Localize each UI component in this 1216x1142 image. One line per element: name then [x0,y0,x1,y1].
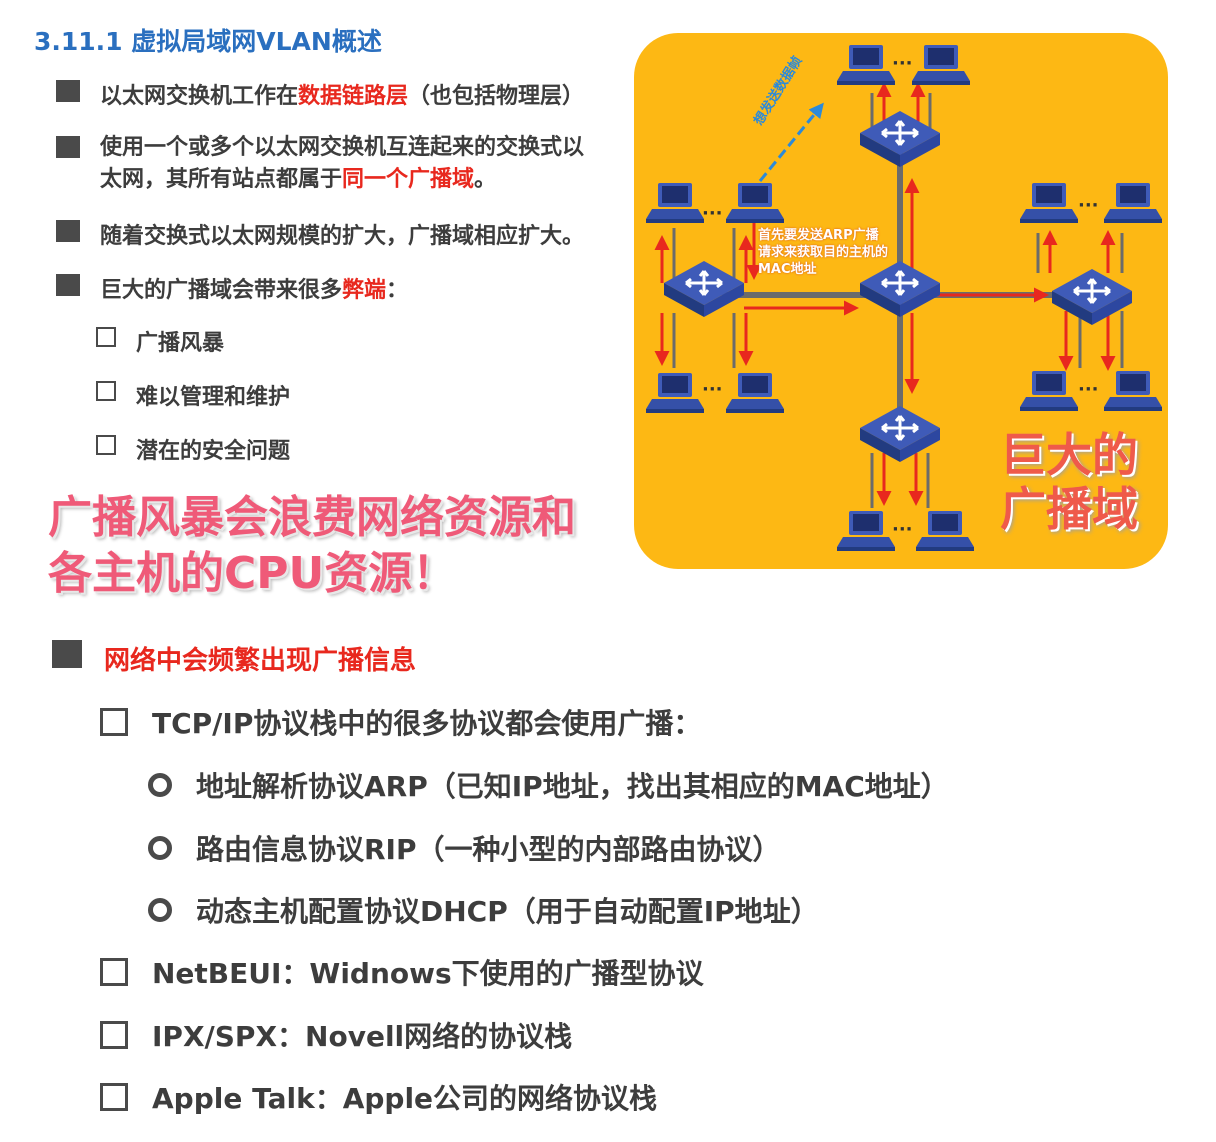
big-label-line: 巨大的 [1000,428,1138,482]
protocol-text: Apple Talk：Apple公司的网络协议栈 [152,1082,658,1115]
checkbox-icon [100,708,128,736]
drawback-item: 潜在的安全问题 [96,433,290,465]
highlight-text: 数据链路层 [298,84,409,109]
ellipsis: ··· [702,379,723,400]
bullet-scale: 随着交换式以太网规模的扩大，广播域相应扩大。 [56,218,584,250]
square-bullet-icon [56,136,80,158]
send-frame-arrow [758,102,824,182]
bullet-data-link-layer: 以太网交换机工作在数据链路层（也包括物理层） [56,78,584,110]
checkbox-icon [96,435,116,455]
protocol-sub-text: 地址解析协议ARP（已知IP地址，找出其相应的MAC地址） [196,770,949,803]
drawback-text: 难以管理和维护 [136,385,291,410]
protocol-item-ipx: IPX/SPX：Novell网络的协议栈 [100,1015,572,1055]
callout-line: 各主机的CPU资源！ [48,548,457,599]
pc-links [672,93,1124,508]
drawback-item: 广播风暴 [96,325,224,357]
protocol-item-tcpip: TCP/IP协议栈中的很多协议都会使用广播： [100,702,701,742]
arp-note: 首先要发送ARP广播请求来获取目的主机的MAC地址 [758,228,889,277]
bullet-text: 太网，其所有站点都属于 [100,167,343,192]
bullet-text: ： [386,278,409,303]
protocol-text: TCP/IP协议栈中的很多协议都会使用广播： [152,707,702,740]
bullet-text: 。 [474,167,497,192]
bullet-broadcast-domain: 使用一个或多个以太网交换机互连起来的交换式以 太网，其所有站点都属于同一个广播域… [56,132,584,196]
protocol-sub-item: 动态主机配置协议DHCP（用于自动配置IP地址） [148,890,819,930]
checkbox-icon [100,958,128,986]
square-bullet-icon [56,220,80,242]
bullet-text: （也包括物理层） [408,84,585,109]
bullet-text: 使用一个或多个以太网交换机互连起来的交换式以 [100,135,585,160]
highlight-text: 同一个广播域 [342,167,475,192]
checkbox-icon [96,327,116,347]
protocol-item-netbeui: NetBEUI：Widnows下使用的广播型协议 [100,952,704,992]
square-bullet-icon [56,274,80,296]
ellipsis: ··· [1078,195,1099,216]
section-heading: 网络中会频繁出现广播信息 [104,646,417,676]
checkbox-icon [96,381,116,401]
ellipsis: ··· [892,53,913,74]
ellipsis: ··· [892,519,913,540]
checkbox-icon [100,1021,128,1049]
callout-line: 广播风暴会浪费网络资源和 [48,492,576,543]
drawback-text: 潜在的安全问题 [136,439,291,464]
page-title: 3.11.1 虚拟局域网VLAN概述 [34,27,382,56]
checkbox-icon [100,1083,128,1111]
bullet-text: 以太网交换机工作在 [100,84,299,109]
broadcast-domain-diagram: ··· ··· ··· ··· ··· ··· [634,33,1168,569]
highlight-text: 弊端 [342,278,387,303]
ellipsis: ··· [702,203,723,224]
broadcast-storm-callout: 广播风暴会浪费网络资源和 各主机的CPU资源！ [48,490,576,602]
drawback-item: 难以管理和维护 [96,379,290,411]
protocol-sub-text: 路由信息协议RIP（一种小型的内部路由协议） [196,833,781,866]
square-bullet-icon [52,640,82,668]
circle-bullet-icon [148,898,172,922]
broadcast-info-heading: 网络中会频繁出现广播信息 [52,640,416,677]
big-label-line: 广播域 [1000,482,1138,536]
protocol-sub-item: 地址解析协议ARP（已知IP地址，找出其相应的MAC地址） [148,765,949,805]
bullet-text: 随着交换式以太网规模的扩大，广播域相应扩大。 [100,224,585,249]
drawback-text: 广播风暴 [136,331,225,356]
ellipsis: ··· [1078,379,1099,400]
square-bullet-icon [56,80,80,102]
big-broadcast-domain-label: 巨大的 广播域 [1000,428,1138,536]
protocol-text: IPX/SPX：Novell网络的协议栈 [152,1020,573,1053]
protocol-sub-text: 动态主机配置协议DHCP（用于自动配置IP地址） [196,895,819,928]
protocol-text: NetBEUI：Widnows下使用的广播型协议 [152,957,704,990]
bullet-text: 巨大的广播域会带来很多 [100,278,343,303]
broadcast-arrows [654,82,1116,506]
circle-bullet-icon [148,773,172,797]
bullet-drawbacks: 巨大的广播域会带来很多弊端： [56,272,408,304]
protocol-sub-item: 路由信息协议RIP（一种小型的内部路由协议） [148,828,781,868]
circle-bullet-icon [148,836,172,860]
protocol-item-appletalk: Apple Talk：Apple公司的网络协议栈 [100,1077,657,1117]
